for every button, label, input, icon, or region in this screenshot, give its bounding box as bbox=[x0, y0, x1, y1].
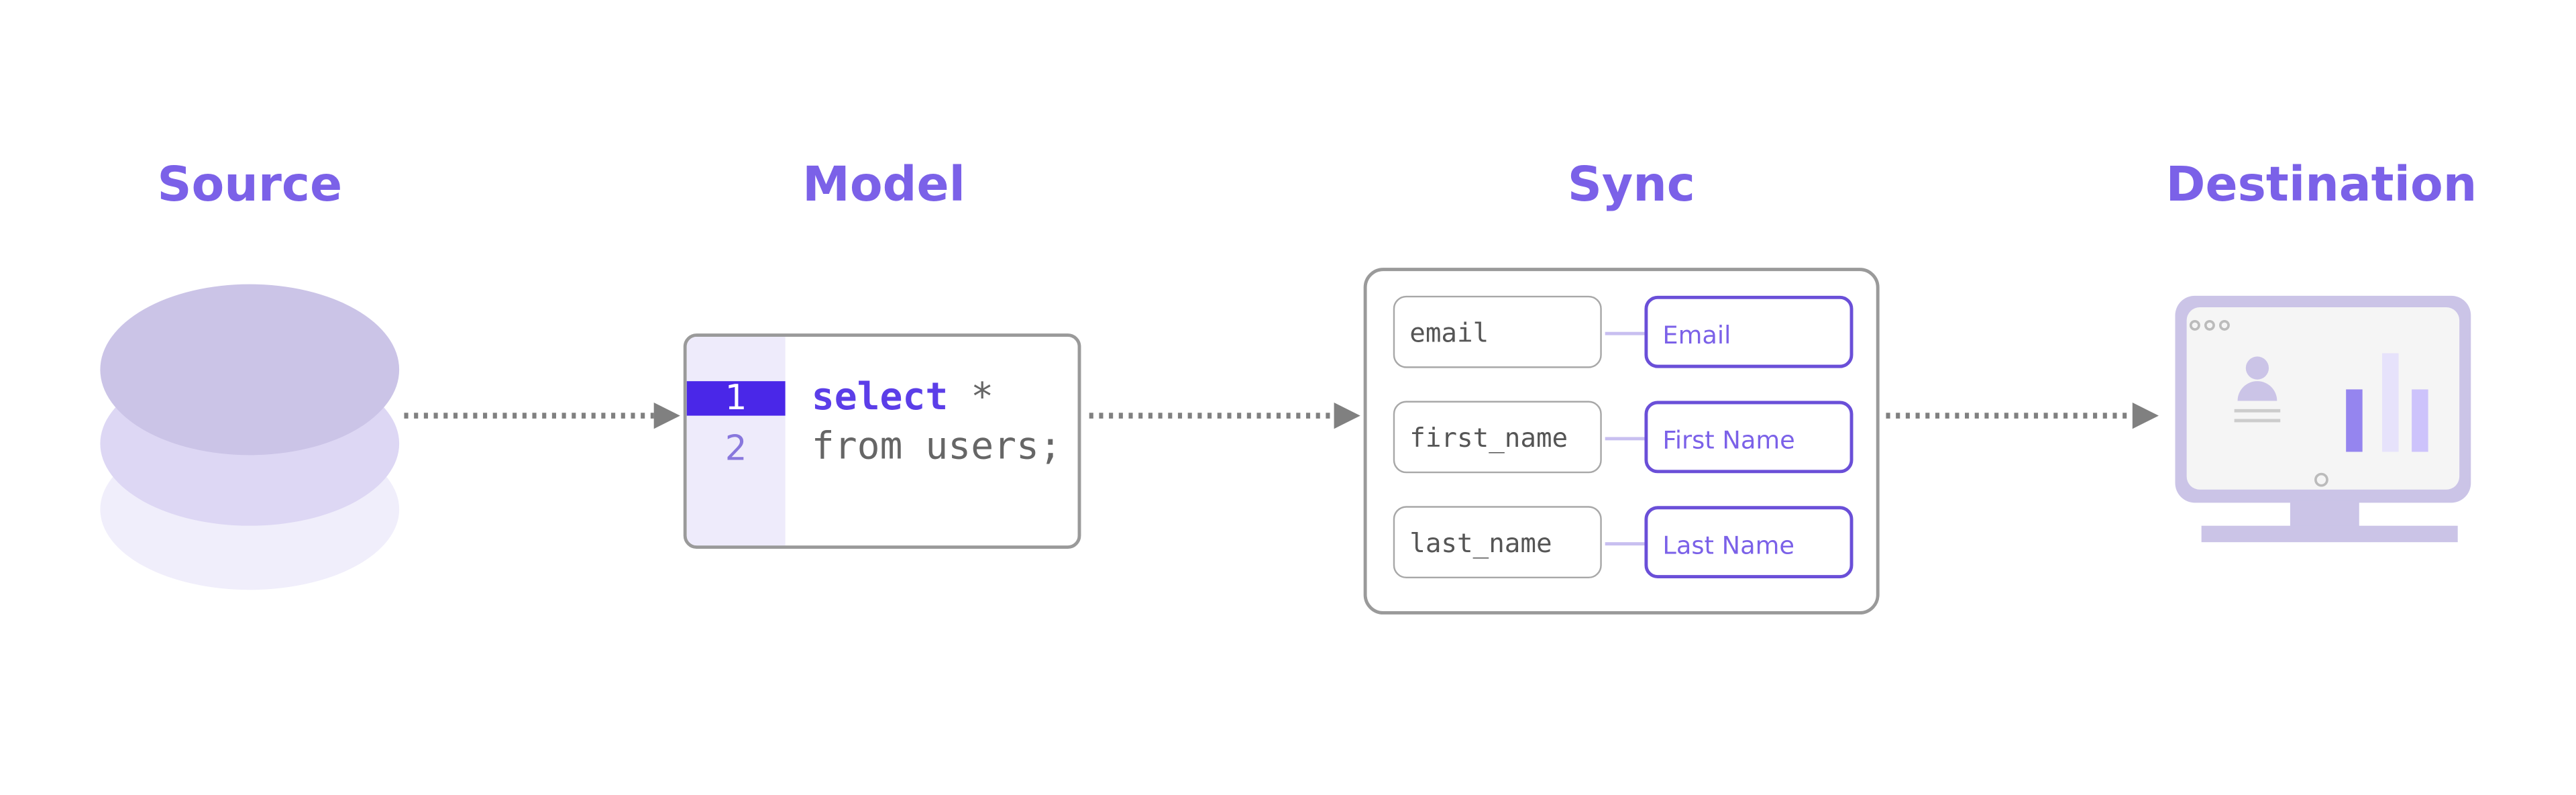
dotted-arrow-icon bbox=[1089, 403, 1360, 429]
sync-title: Sync bbox=[1567, 156, 1695, 212]
line-number: 2 bbox=[724, 429, 747, 468]
sql-keyword: select bbox=[811, 376, 949, 419]
mapping-connector bbox=[1605, 331, 1645, 335]
line-gutter bbox=[686, 337, 786, 546]
dotted-arrow-icon bbox=[1886, 403, 2159, 429]
source-field: first_name bbox=[1393, 401, 1602, 474]
database-icon bbox=[100, 284, 400, 590]
destination-field: Email bbox=[1644, 295, 1854, 368]
source-field: last_name bbox=[1393, 506, 1602, 579]
source-field: email bbox=[1393, 295, 1602, 368]
destination-title: Destination bbox=[2165, 156, 2477, 212]
source-title: Source bbox=[157, 156, 343, 212]
model-title: Model bbox=[802, 156, 965, 212]
sql-editor: 1 2 select * from users; bbox=[683, 333, 1081, 549]
dotted-arrow-icon bbox=[404, 403, 680, 429]
destination-field: First Name bbox=[1644, 401, 1854, 474]
mapping-connector bbox=[1605, 542, 1645, 546]
line-number-active: 1 bbox=[686, 380, 786, 416]
sync-mapping-panel: email Email first_name First Name last_n… bbox=[1363, 268, 1880, 615]
code-line-2: from users; bbox=[811, 425, 1062, 468]
mapping-connector bbox=[1605, 437, 1645, 441]
sql-wildcard: * bbox=[948, 376, 994, 419]
flow-arrows bbox=[404, 403, 2159, 429]
code-line-1: select * bbox=[812, 373, 994, 422]
destination-field: Last Name bbox=[1644, 506, 1854, 579]
monitor-dashboard-icon bbox=[2175, 295, 2471, 543]
